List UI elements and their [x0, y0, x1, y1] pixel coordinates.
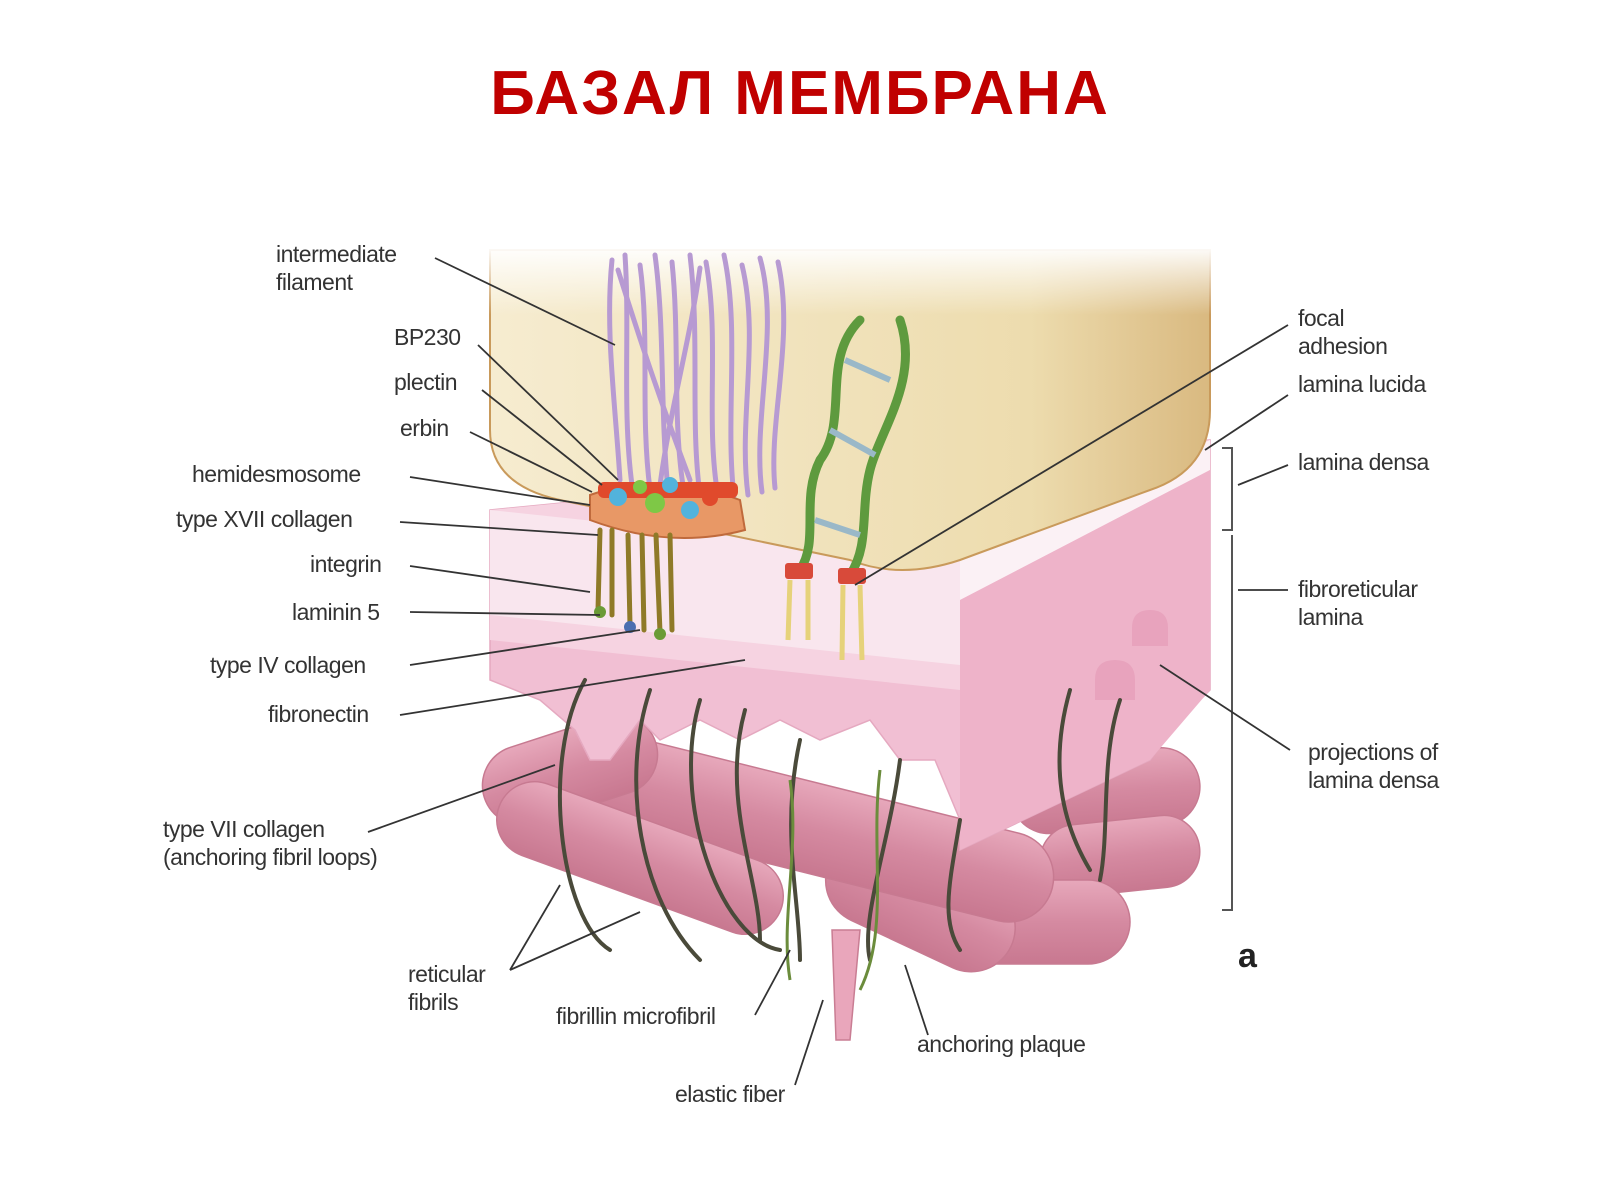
label-focal-adhesion: focal adhesion: [1298, 305, 1388, 359]
epithelial-cell: [488, 245, 1214, 571]
integrin-stalks: [595, 527, 675, 635]
leader-lines: [367, 257, 1291, 1086]
page-title: БАЗАЛ МЕМБРАНА: [490, 59, 1110, 128]
label-anchoring-plaque: anchoring plaque: [917, 1031, 1086, 1057]
label-type-iv-collagen: type IV collagen: [210, 652, 366, 678]
label-integrin: integrin: [310, 551, 382, 577]
label-laminin-5: laminin 5: [292, 599, 380, 625]
intermediate-filaments: [607, 252, 787, 499]
label-elastic-fiber: elastic fiber: [675, 1081, 785, 1107]
label-hemidesmosome: hemidesmosome: [192, 461, 361, 487]
elastic-fiber: [831, 929, 861, 1041]
label-type-xvii-collagen: type XVII collagen: [176, 506, 353, 532]
fibrillin-microfibrils: [785, 769, 882, 991]
label-fibronectin: fibronectin: [268, 701, 369, 727]
label-fibrillin-microfibril: fibrillin microfibril: [556, 1003, 716, 1029]
focal-adhesion-complex: [785, 315, 910, 661]
hemidesmosome-plaque: [589, 477, 747, 539]
label-erbin: erbin: [400, 415, 449, 441]
label-intermediate-filament: intermediate filament: [276, 241, 397, 295]
label-lamina-lucida: lamina lucida: [1298, 371, 1426, 397]
label-plectin: plectin: [394, 369, 457, 395]
label-type-vii-collagen: type VII collagen (anchoring fibril loop…: [163, 816, 378, 870]
label-lamina-densa: lamina densa: [1298, 449, 1429, 475]
label-fibroreticular-lamina: fibroreticular lamina: [1298, 576, 1418, 630]
label-projections-of-lamina-densa: projections of lamina densa: [1308, 739, 1439, 793]
label-bp230: BP230: [394, 324, 461, 350]
panel-letter: a: [1238, 937, 1257, 975]
label-reticular-fibrils: reticular fibrils: [408, 961, 486, 1015]
layer-bracket: [1222, 447, 1233, 911]
